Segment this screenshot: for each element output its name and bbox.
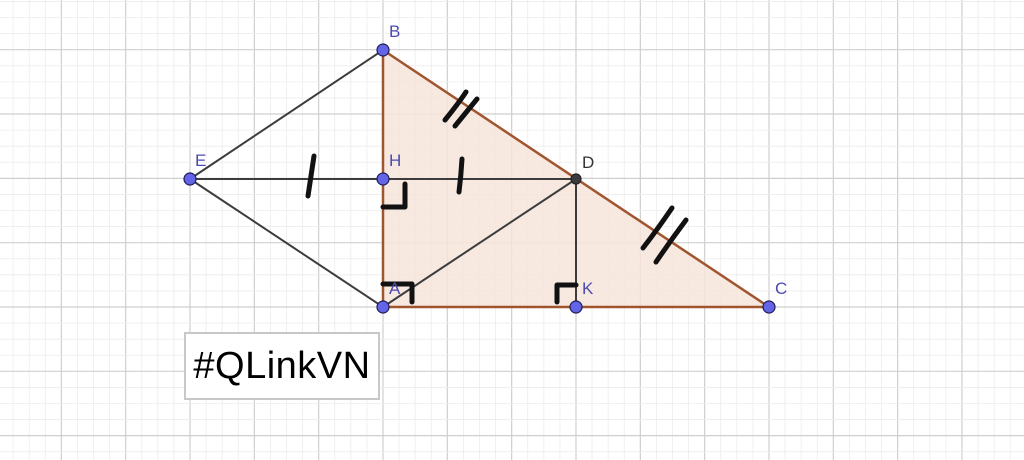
point-e[interactable] <box>183 172 197 186</box>
tick-mark-hd <box>456 156 465 195</box>
double-tick-bd-1 <box>442 89 469 123</box>
double-tick-dc-2 <box>653 217 689 265</box>
right-angle-h <box>380 181 408 210</box>
point-d[interactable] <box>570 173 582 185</box>
label-b: B <box>389 22 400 41</box>
double-tick-dc-1 <box>640 205 675 251</box>
point-h[interactable] <box>376 172 390 186</box>
segment-eb <box>189 49 384 180</box>
point-b[interactable] <box>376 43 390 57</box>
point-c[interactable] <box>762 300 776 314</box>
points <box>183 43 776 314</box>
label-k: K <box>582 279 594 298</box>
label-a: A <box>389 279 401 298</box>
segment-ea <box>189 178 384 308</box>
hand-marks <box>305 89 689 305</box>
right-angle-a <box>380 281 415 305</box>
label-h: H <box>389 151 401 170</box>
label-e: E <box>195 151 206 170</box>
segment-ad <box>382 178 577 308</box>
caption-box: #QLinkVN <box>184 332 380 400</box>
double-tick-bd-2 <box>452 96 480 129</box>
label-d: D <box>582 153 594 172</box>
label-c: C <box>775 279 787 298</box>
point-k[interactable] <box>569 300 583 314</box>
right-angle-k <box>554 282 579 305</box>
tick-mark-eh <box>305 153 317 199</box>
caption-text: #QLinkVN <box>193 344 371 387</box>
point-a[interactable] <box>376 300 390 314</box>
